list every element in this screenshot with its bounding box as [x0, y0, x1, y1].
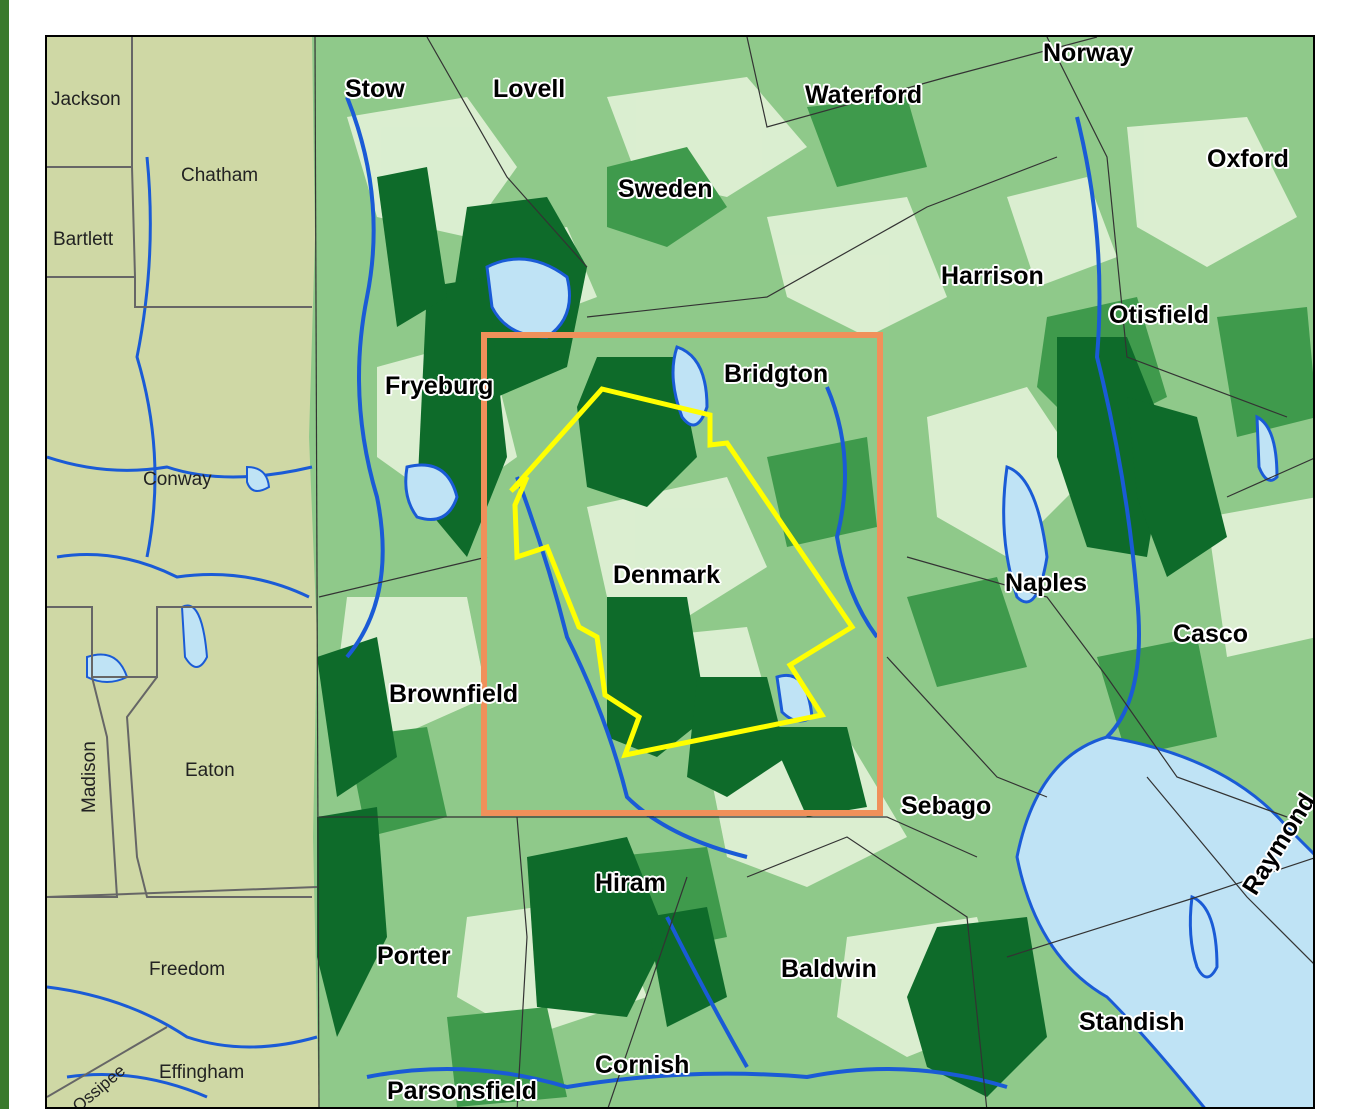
nh-water [47, 156, 318, 1099]
water-bodies [404, 257, 1313, 1107]
map-frame: Jackson Chatham Bartlett Conway Madison … [45, 35, 1315, 1109]
nh-lakes [86, 465, 271, 683]
maine-town-boundaries [314, 37, 1313, 1107]
edge-strip [0, 0, 9, 1109]
study-area-box [481, 332, 883, 816]
land-cover-map [47, 37, 1313, 1107]
denmark-boundary [509, 386, 856, 759]
nh-town-boundaries [47, 37, 318, 1098]
nh-land [47, 37, 319, 1107]
rivers [345, 96, 1141, 1090]
